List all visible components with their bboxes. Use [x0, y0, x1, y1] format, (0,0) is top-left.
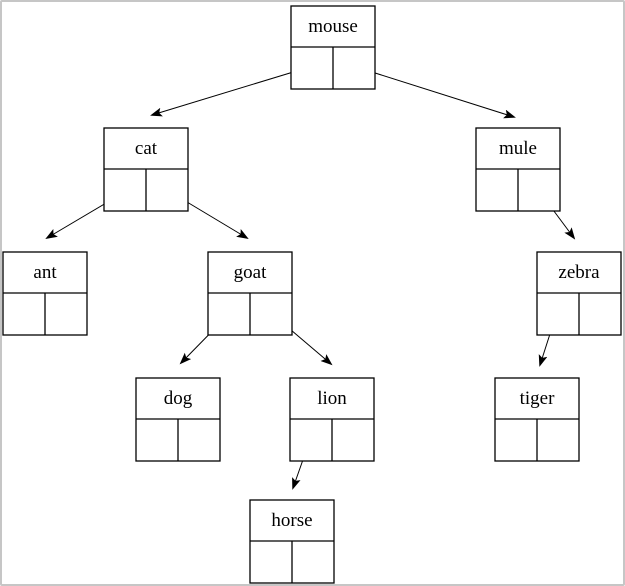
node-label-mouse: mouse: [308, 16, 358, 37]
tree-node-dog: dog: [135, 377, 221, 462]
tree-node-mouse: mouse: [290, 5, 376, 90]
node-label-goat: goat: [234, 262, 267, 283]
tree-node-tiger: tiger: [494, 377, 580, 462]
tree-node-goat: goat: [207, 251, 293, 336]
node-label-horse: horse: [271, 510, 312, 531]
node-label-mule: mule: [499, 138, 537, 159]
tree-node-ant: ant: [2, 251, 88, 336]
tree-node-horse: horse: [249, 499, 335, 584]
node-label-zebra: zebra: [558, 262, 600, 283]
node-label-tiger: tiger: [520, 388, 555, 409]
node-label-lion: lion: [317, 388, 347, 409]
tree-node-cat: cat: [103, 127, 189, 212]
node-label-dog: dog: [164, 388, 193, 409]
node-label-cat: cat: [135, 138, 158, 159]
tree-node-zebra: zebra: [536, 251, 622, 336]
edge-mouse-right-to-mule: [352, 65, 516, 119]
edge-mouse-left-to-cat: [150, 65, 314, 117]
tree-node-mule: mule: [475, 127, 561, 212]
nodes-layer: mouse cat mule ant goat zebra dog lion tiger hors…: [2, 5, 622, 584]
node-label-ant: ant: [33, 262, 57, 283]
tree-node-lion: lion: [289, 377, 375, 462]
